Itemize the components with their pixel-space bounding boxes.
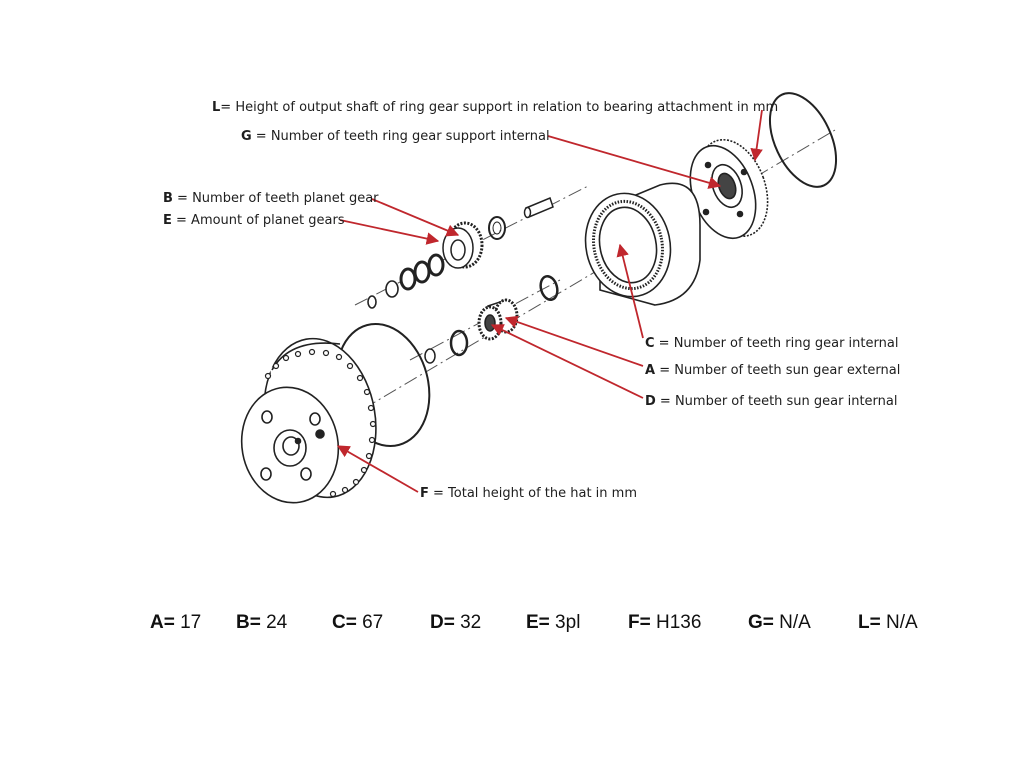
parameter-values: A= 17 B= 24 C= 67 D= 32 E= 3pl F= H136 G… (0, 612, 1024, 642)
value-L: L= N/A (858, 612, 918, 633)
arrow-D (490, 324, 644, 399)
callout-F: F = Total height of the hat in mm (420, 486, 637, 501)
sun-washer-right (539, 274, 559, 302)
sun-washer-left-2 (424, 348, 436, 364)
value-E: E= 3pl (526, 612, 581, 633)
callout-L: L= Height of output shaft of ring gear s… (212, 100, 778, 115)
arrow-E (339, 219, 440, 245)
hat-bolt-holes (264, 348, 377, 498)
value-A: A= 17 (150, 612, 202, 633)
value-C: C= 67 (332, 612, 384, 633)
callout-arrows (336, 109, 763, 493)
ring-gear (584, 182, 701, 306)
callout-E: E = Amount of planet gears (163, 213, 345, 228)
planet-pin (523, 196, 554, 219)
sun-washer-left-1 (449, 329, 469, 357)
arrow-L (750, 109, 763, 162)
callout-labels: L= Height of output shaft of ring gear s… (163, 100, 900, 501)
callout-G: G = Number of teeth ring gear support in… (241, 129, 550, 144)
planet-washer (488, 216, 506, 240)
arrow-A (504, 315, 644, 367)
arrow-G (547, 135, 722, 189)
arrow-B (371, 198, 460, 237)
ring-gear-support (689, 138, 769, 240)
callout-C: C = Number of teeth ring gear internal (645, 336, 898, 351)
callout-B: B = Number of teeth planet gear (163, 191, 379, 206)
callout-A: A = Number of teeth sun gear external (645, 363, 900, 378)
callout-D: D = Number of teeth sun gear internal (645, 394, 898, 409)
large-o-ring (768, 92, 838, 188)
hat-housing (240, 337, 377, 504)
value-B: B= 24 (236, 612, 288, 633)
value-G: G= N/A (748, 612, 811, 633)
value-D: D= 32 (430, 612, 482, 633)
value-F: F= H136 (628, 612, 702, 633)
arrow-F (336, 445, 419, 493)
arrow-C (616, 243, 644, 339)
planet-gear (442, 221, 484, 269)
bearing-stack (367, 253, 445, 309)
